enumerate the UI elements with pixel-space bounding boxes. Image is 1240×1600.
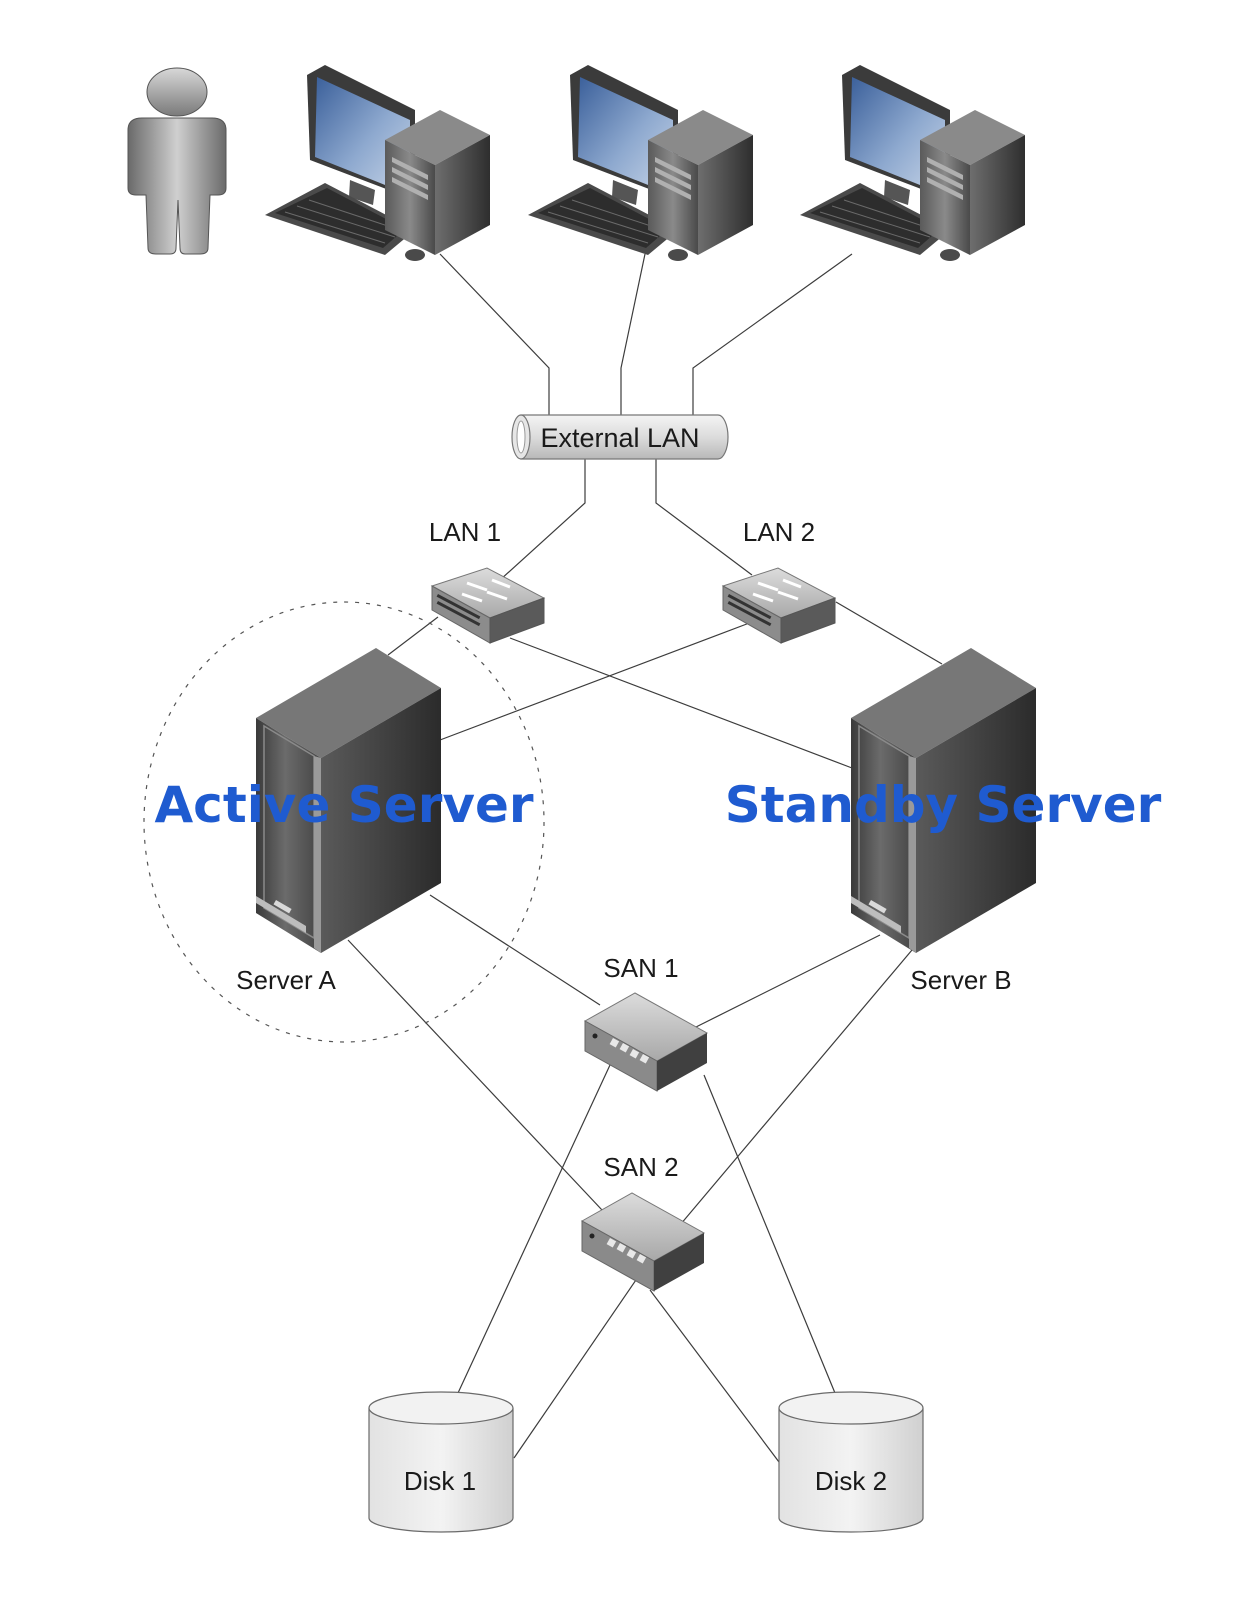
disk-cylinder-icon [778,1391,924,1533]
disk1-label: Disk 1 [404,1466,476,1496]
workstation-icon [527,64,754,262]
san2-label: SAN 2 [603,1152,678,1182]
server-a-label: Server A [236,965,336,995]
server-b-label: Server B [910,965,1011,995]
lan2-label: LAN 2 [743,517,815,547]
active-server-callout: Active Server [154,776,533,834]
active-server-highlight-circle [143,601,545,1043]
lan1-label: LAN 1 [429,517,501,547]
san-switch-icon [584,992,708,1092]
workstation-icon [264,64,491,262]
network-switch-icon [430,566,546,645]
disk2-label: Disk 2 [815,1466,887,1496]
external-lan-pipe [511,414,729,460]
external-lan-label: External LAN [540,423,699,453]
standby-server-callout: Standby Server [725,776,1162,834]
disk-cylinder-icon [368,1391,514,1533]
user-icon [127,67,227,255]
network-switch-icon [721,566,837,645]
san1-label: SAN 1 [603,953,678,983]
workstation-icon [799,64,1026,262]
